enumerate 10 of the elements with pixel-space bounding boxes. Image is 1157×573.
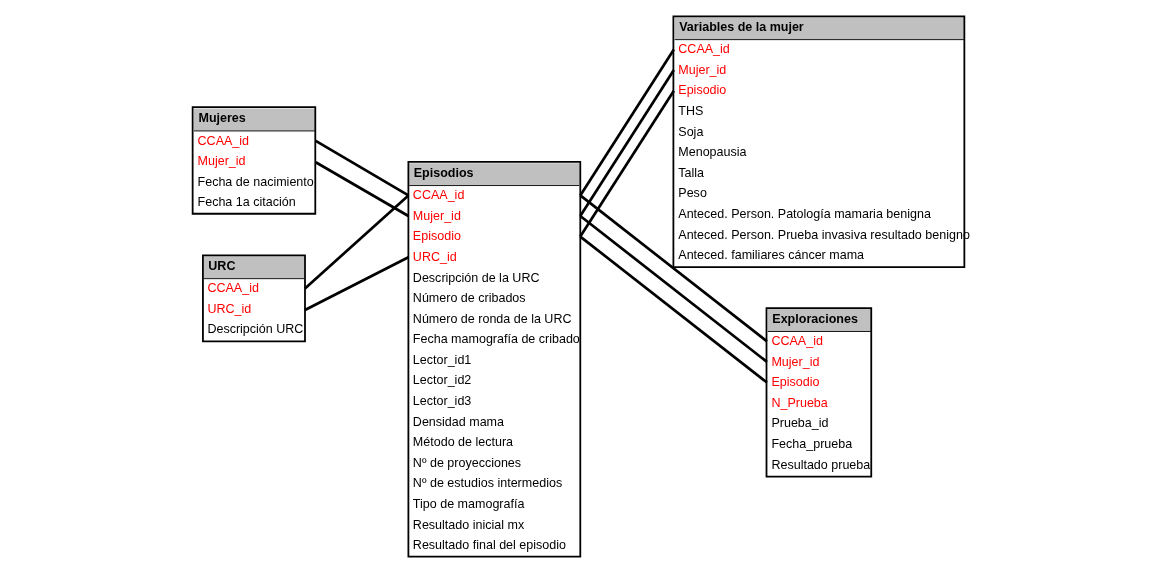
connector [579,89,675,238]
connector [579,214,768,363]
connector [315,161,410,218]
connector [579,235,768,384]
connector [304,194,410,290]
connector [579,194,768,343]
connector [304,256,409,312]
connector [579,69,675,217]
connector [579,48,675,197]
connector [315,139,410,197]
